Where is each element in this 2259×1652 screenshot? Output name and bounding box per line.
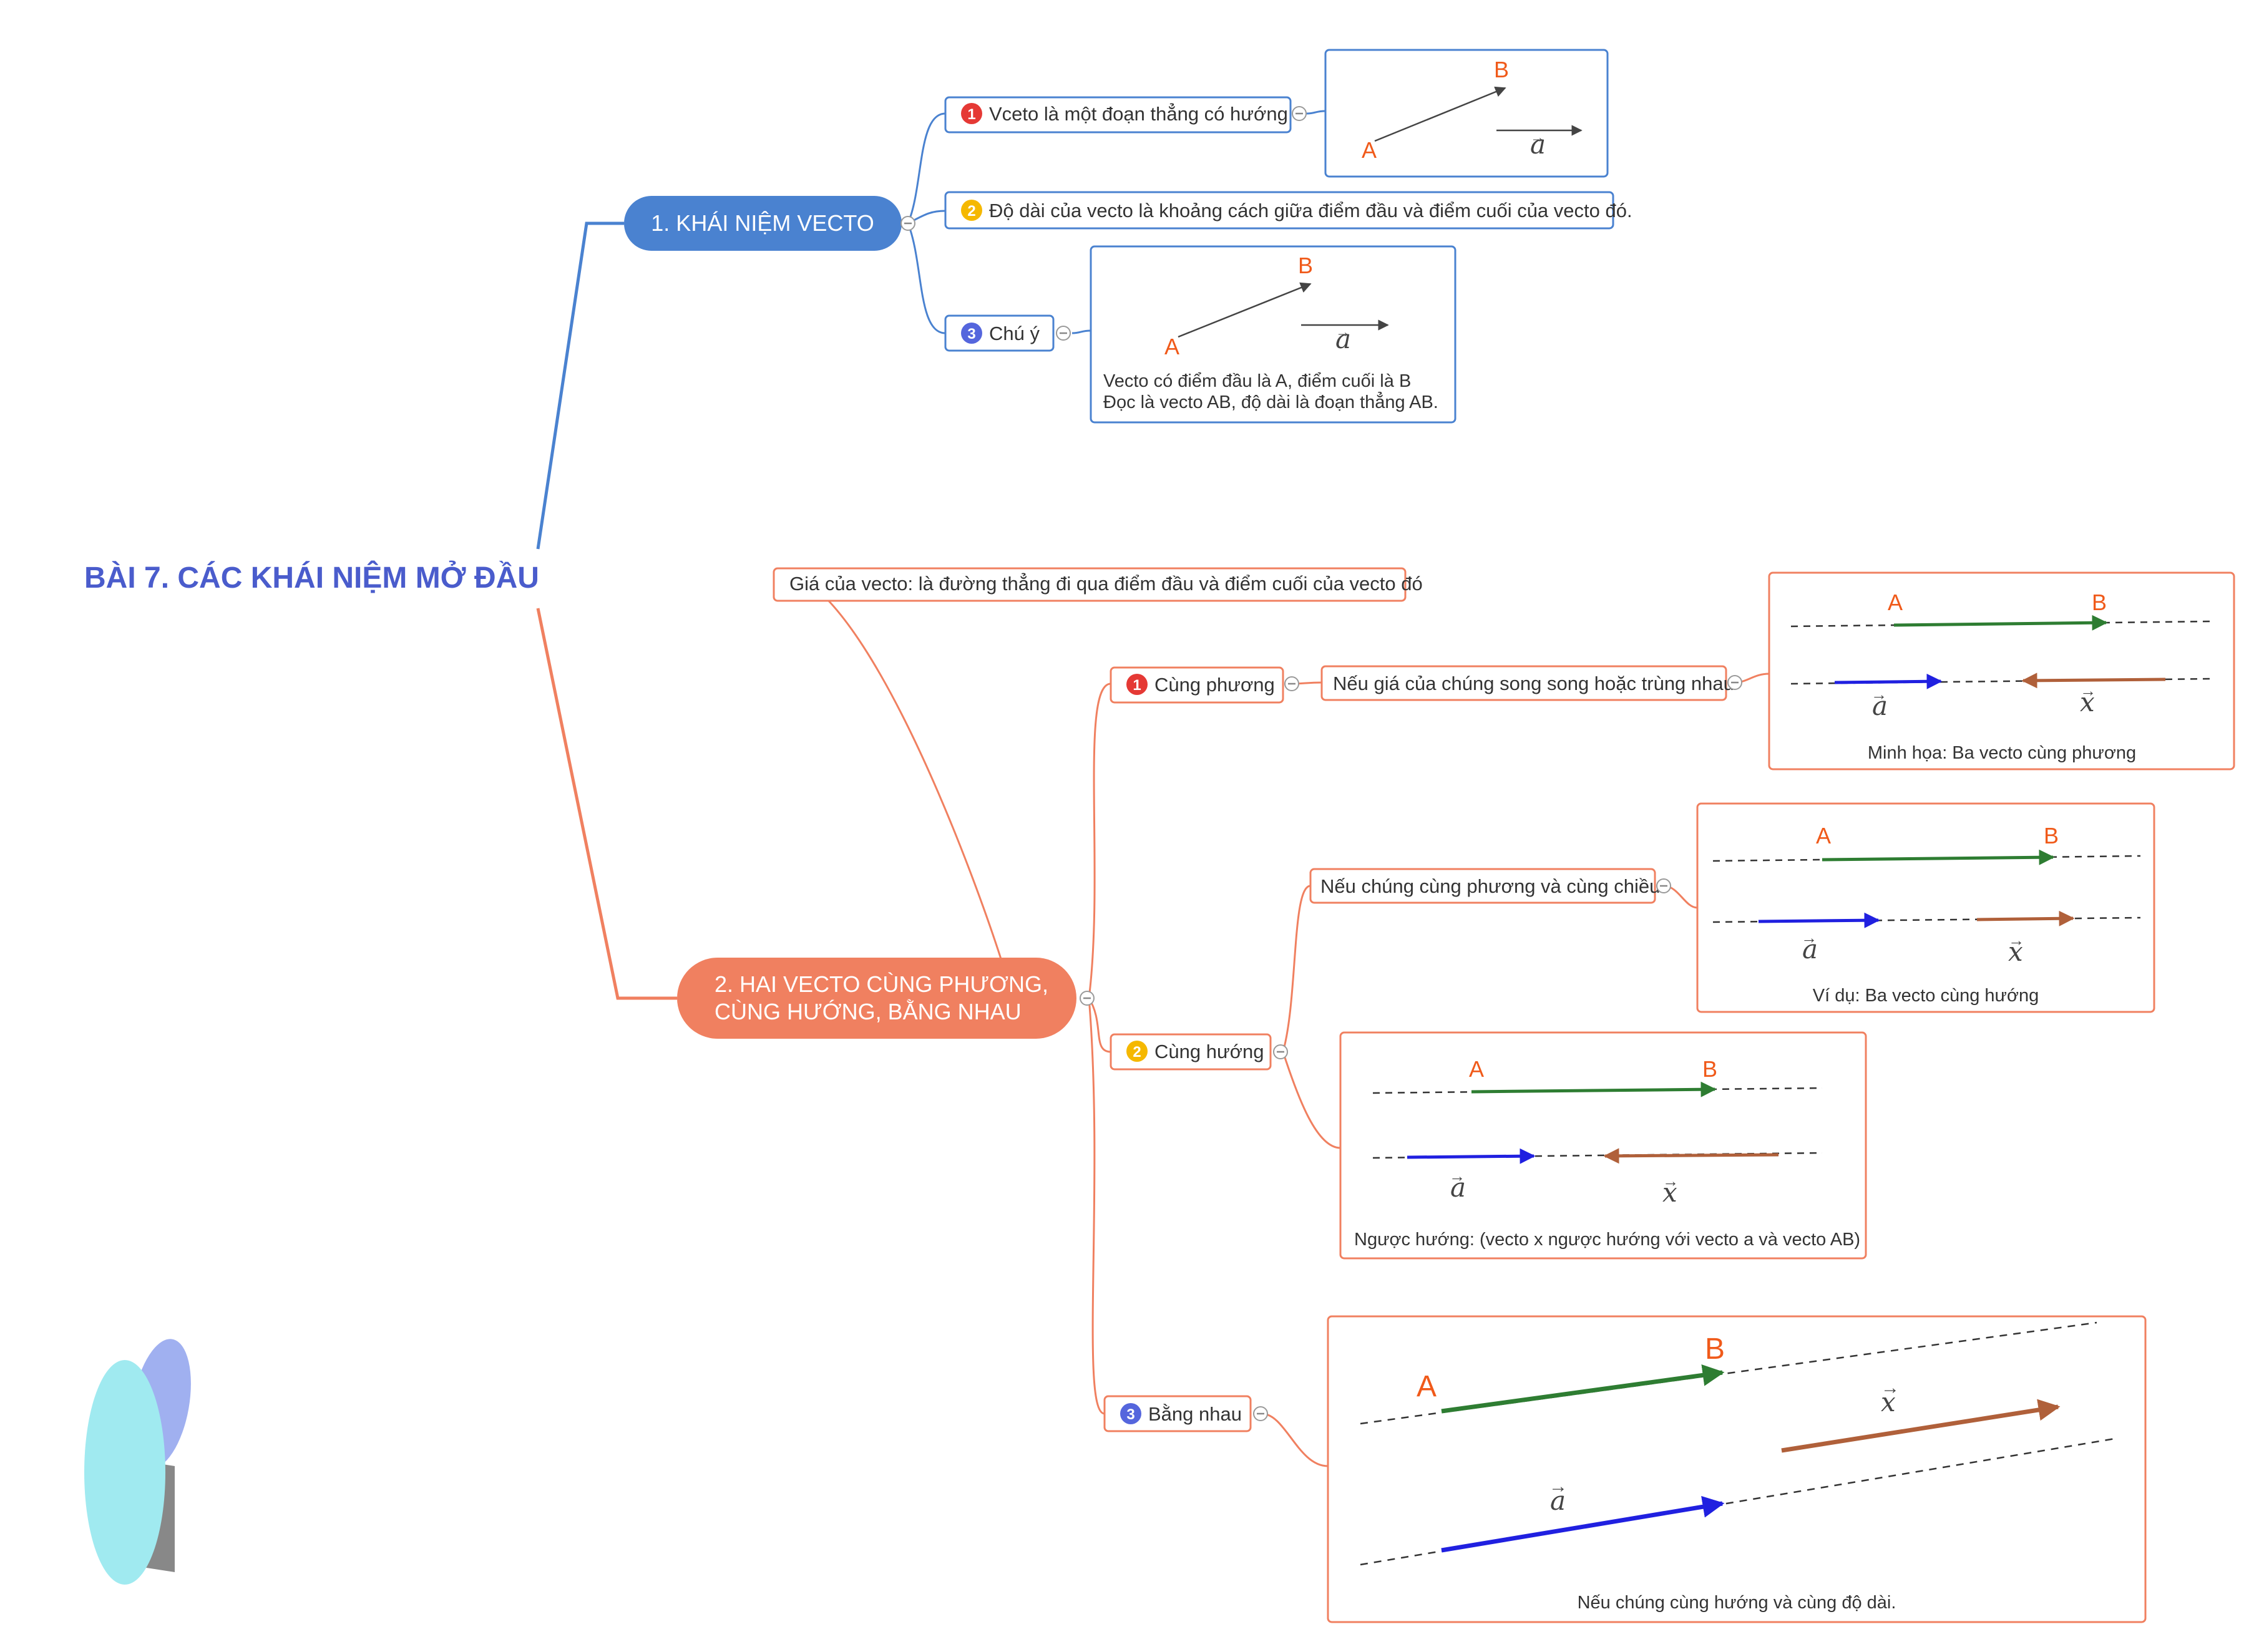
definition-text: Nếu chúng cùng phương và cùng chiều bbox=[1320, 875, 1660, 897]
vector-label-a: a bbox=[1335, 324, 1351, 354]
collapse-toggle[interactable] bbox=[1080, 991, 1095, 1006]
vector-label-a: a bbox=[1802, 934, 1818, 964]
vector-label-x: x bbox=[1662, 1177, 1677, 1208]
item-text: Cùng phương bbox=[1154, 674, 1275, 696]
b1-item-1[interactable]: 1 Vceto là một đoạn thẳng có hướng bbox=[944, 96, 1292, 134]
item-text: Cùng hướng bbox=[1154, 1041, 1264, 1062]
svg-text:3: 3 bbox=[1126, 1406, 1134, 1423]
vector-label-x: x bbox=[2008, 936, 2023, 967]
vector-arrow-glyph: → bbox=[1549, 1476, 1568, 1497]
branch-khai-niem-vecto[interactable]: 1. KHÁI NIỆM VECTO bbox=[624, 196, 902, 251]
svg-text:2: 2 bbox=[1133, 1044, 1141, 1061]
page-title: BÀI 7. CÁC KHÁI NIỆM MỞ ĐẦU bbox=[84, 560, 539, 595]
item-text: Độ dài của vecto là khoảng cách giữa điể… bbox=[989, 200, 1632, 221]
point-label-a: A bbox=[1417, 1370, 1437, 1403]
collapse-toggle[interactable] bbox=[1656, 878, 1671, 893]
item-text: Chú ý bbox=[989, 323, 1040, 344]
number-badge bbox=[961, 323, 982, 344]
collapse-toggle[interactable] bbox=[900, 216, 915, 231]
figure-bang-nhau: A B a → x → Nếu chúng cùng hướng và cùng… bbox=[1327, 1315, 2147, 1623]
point-label-b: B bbox=[1494, 57, 1509, 82]
vector-label-x: x bbox=[1881, 1387, 1896, 1417]
vector-arrow-glyph: → bbox=[1662, 1172, 1679, 1190]
caption-line-2: Đọc là vecto AB, độ dài là đoạn thẳng AB… bbox=[1103, 391, 1438, 412]
b1-item-2[interactable]: 2 Độ dài của vecto là khoảng cách giữa đ… bbox=[944, 191, 1632, 230]
vector-label-a: a bbox=[1872, 691, 1888, 721]
b2-item-cung-phuong[interactable]: 1 Cùng phương bbox=[1110, 666, 1284, 704]
vector-arrow-glyph: → bbox=[1881, 1377, 1900, 1398]
figure-cung-phuong: A B a → x → Minh họa: Ba vecto cùng phươ… bbox=[1768, 571, 2235, 770]
b1-item-3[interactable]: 3 Chú ý bbox=[944, 314, 1055, 352]
branch-label-line-2: CÙNG HƯỚNG, BẰNG NHAU bbox=[715, 999, 1022, 1024]
vector-arrow-glyph: → bbox=[1449, 1167, 1465, 1185]
figure-vector-note: A B a → Vecto có điểm đầu là A, điểm cuố… bbox=[1090, 245, 1456, 424]
vector-arrow-glyph: → bbox=[1871, 685, 1887, 704]
branch-hai-vecto[interactable]: 2. HAI VECTO CÙNG PHƯƠNG, CÙNG HƯỚNG, BẰ… bbox=[677, 958, 1076, 1039]
point-label-b: B bbox=[1298, 253, 1313, 278]
item-text: Bằng nhau bbox=[1148, 1403, 1242, 1425]
collapse-toggle[interactable] bbox=[1253, 1406, 1268, 1421]
cung-huong-definition[interactable]: Nếu chúng cùng phương và cùng chiều bbox=[1309, 868, 1660, 904]
number-badge bbox=[1126, 674, 1148, 695]
branch-label-line-1: 2. HAI VECTO CÙNG PHƯƠNG, bbox=[715, 971, 1048, 997]
number-badge bbox=[1120, 1403, 1141, 1424]
vector-arrow-glyph: → bbox=[1801, 928, 1817, 947]
vector-label-a: a bbox=[1450, 1172, 1466, 1203]
point-label-b: B bbox=[1705, 1333, 1725, 1366]
number-badge bbox=[1126, 1041, 1148, 1062]
point-label-a: A bbox=[1469, 1056, 1484, 1082]
svg-text:3: 3 bbox=[967, 326, 975, 343]
number-badge bbox=[961, 103, 982, 124]
figure-caption: Nếu chúng cùng hướng và cùng độ dài. bbox=[1578, 1593, 1896, 1613]
svg-text:1: 1 bbox=[967, 106, 975, 123]
vector-label-a: a bbox=[1530, 129, 1546, 160]
figure-caption: Ngược hướng: (vecto x ngược hướng với ve… bbox=[1354, 1230, 1860, 1250]
caption-line-1: Vecto có điểm đầu là A, điểm cuối là B bbox=[1103, 371, 1411, 391]
gia-text: Giá của vecto: là đường thẳng đi qua điể… bbox=[789, 572, 1423, 595]
collapse-toggle[interactable] bbox=[1273, 1044, 1288, 1059]
point-label-a: A bbox=[1816, 823, 1831, 848]
gia-vecto-node[interactable]: Giá của vecto: là đường thẳng đi qua điể… bbox=[773, 567, 1423, 602]
item-text: Vceto là một đoạn thẳng có hướng bbox=[989, 102, 1288, 125]
figure-vector-ab: A B a → bbox=[1324, 49, 1609, 178]
figure-nguoc-huong: A B a → x → Ngược hướng: (vecto x ngược … bbox=[1339, 1031, 1867, 1260]
b2-item-bang-nhau[interactable]: 3 Bằng nhau bbox=[1103, 1395, 1252, 1432]
collapse-toggle[interactable] bbox=[1056, 326, 1071, 341]
point-label-a: A bbox=[1362, 137, 1377, 163]
point-label-b: B bbox=[2044, 823, 2059, 848]
vector-label-a: a bbox=[1550, 1485, 1566, 1516]
figure-cung-huong: A B a → x → Ví dụ: Ba vecto cùng hướng bbox=[1696, 802, 2155, 1013]
point-label-a: A bbox=[1888, 590, 1903, 615]
vector-arrow-glyph: → bbox=[2008, 931, 2024, 950]
figure-caption: Minh họa: Ba vecto cùng phương bbox=[1868, 743, 2136, 763]
b2-item-cung-huong[interactable]: 2 Cùng hướng bbox=[1110, 1033, 1272, 1071]
point-label-a: A bbox=[1164, 334, 1179, 359]
collapse-toggle[interactable] bbox=[1727, 675, 1742, 690]
vector-arrow-glyph: → bbox=[1335, 324, 1350, 341]
collapse-toggle[interactable] bbox=[1284, 676, 1299, 691]
svg-text:1: 1 bbox=[1133, 677, 1141, 694]
vector-arrow-glyph: → bbox=[2080, 681, 2096, 700]
definition-text: Nếu giá của chúng song song hoặc trùng n… bbox=[1333, 673, 1734, 694]
branch-label: 1. KHÁI NIỆM VECTO bbox=[651, 210, 874, 236]
number-badge bbox=[961, 200, 982, 221]
vector-arrow-glyph: → bbox=[1530, 129, 1545, 146]
vector-label-x: x bbox=[2080, 687, 2095, 717]
cung-phuong-definition[interactable]: Nếu giá của chúng song song hoặc trùng n… bbox=[1320, 665, 1734, 701]
svg-text:2: 2 bbox=[967, 203, 975, 220]
point-label-b: B bbox=[1702, 1056, 1717, 1082]
point-label-b: B bbox=[2092, 590, 2107, 615]
collapse-toggle[interactable] bbox=[1292, 106, 1307, 121]
figure-caption: Ví dụ: Ba vecto cùng hướng bbox=[1813, 986, 2039, 1006]
decorative-logo bbox=[84, 1339, 191, 1585]
